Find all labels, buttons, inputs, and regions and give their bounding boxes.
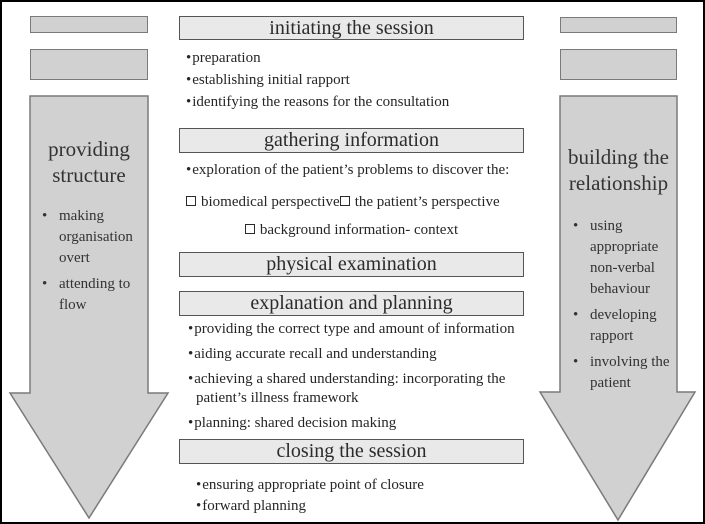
- section-header-physical-examination: physical examination: [179, 252, 524, 277]
- bullet-item: establishing initial rapport: [186, 69, 526, 91]
- checkbox-icon: [244, 224, 255, 234]
- left-arrow-segment-1: [30, 16, 148, 33]
- right-arrow-title: building the relationship: [568, 145, 669, 195]
- section-header-closing-the-session: closing the session: [179, 439, 524, 464]
- bullet-item: using appropriate non-verbal behaviour: [573, 216, 676, 300]
- checkbox-item: the patient’s perspective: [339, 194, 500, 210]
- bullet-item: providing the correct type and amount of…: [188, 320, 536, 339]
- checkbox-label: the patient’s perspective: [354, 194, 500, 210]
- checkbox-icon: [186, 196, 196, 206]
- gathering-bullet-list: exploration of the patient’s problems to…: [186, 160, 530, 180]
- closing-bullet-list: ensuring appropriate point of closure fo…: [196, 475, 526, 517]
- left-arrow-title: providing structure: [48, 137, 130, 187]
- right-arrow-bullet-list: using appropriate non-verbal behaviour d…: [573, 216, 676, 399]
- section-header-explanation-and-planning: explanation and planning: [179, 291, 524, 316]
- right-arrow-segment-1: [560, 17, 677, 33]
- section-header-gathering-information: gathering information: [179, 128, 524, 153]
- bullet-item: exploration of the patient’s problems to…: [186, 160, 530, 180]
- section-header-initiating-the-session: initiating the session: [179, 16, 524, 40]
- bullet-item: making organisation overt: [42, 206, 144, 269]
- bullet-item: developing rapport: [573, 305, 676, 347]
- right-arrow-segment-2: [560, 49, 677, 80]
- left-arrow-segment-2: [30, 49, 148, 80]
- checkbox-icon: [339, 196, 350, 206]
- background-checkbox-line: background information- context: [179, 222, 524, 239]
- perspective-checkbox-row: biomedical perspective the patient’s pers…: [186, 194, 500, 211]
- bullet-item: preparation: [186, 47, 526, 69]
- bullet-item: achieving a shared understanding: incorp…: [188, 370, 536, 408]
- bullet-item: identifying the reasons for the consulta…: [186, 91, 526, 113]
- bullet-item: forward planning: [196, 496, 526, 517]
- bullet-item: planning: shared decision making: [188, 414, 536, 433]
- bullet-item: involving the patient: [573, 352, 676, 394]
- checkbox-label: background information- context: [259, 222, 459, 238]
- initiating-bullet-list: preparation establishing initial rapport…: [186, 47, 526, 113]
- bullet-item: attending to flow: [42, 274, 144, 316]
- checkbox-item: biomedical perspective: [186, 194, 340, 210]
- explanation-bullet-list: providing the correct type and amount of…: [188, 320, 536, 433]
- checkbox-label: biomedical perspective: [201, 194, 340, 210]
- left-arrow-bullet-list: making organisation overt attending to f…: [42, 206, 144, 321]
- bullet-item: aiding accurate recall and understanding: [188, 345, 536, 364]
- bullet-item: ensuring appropriate point of closure: [196, 475, 526, 496]
